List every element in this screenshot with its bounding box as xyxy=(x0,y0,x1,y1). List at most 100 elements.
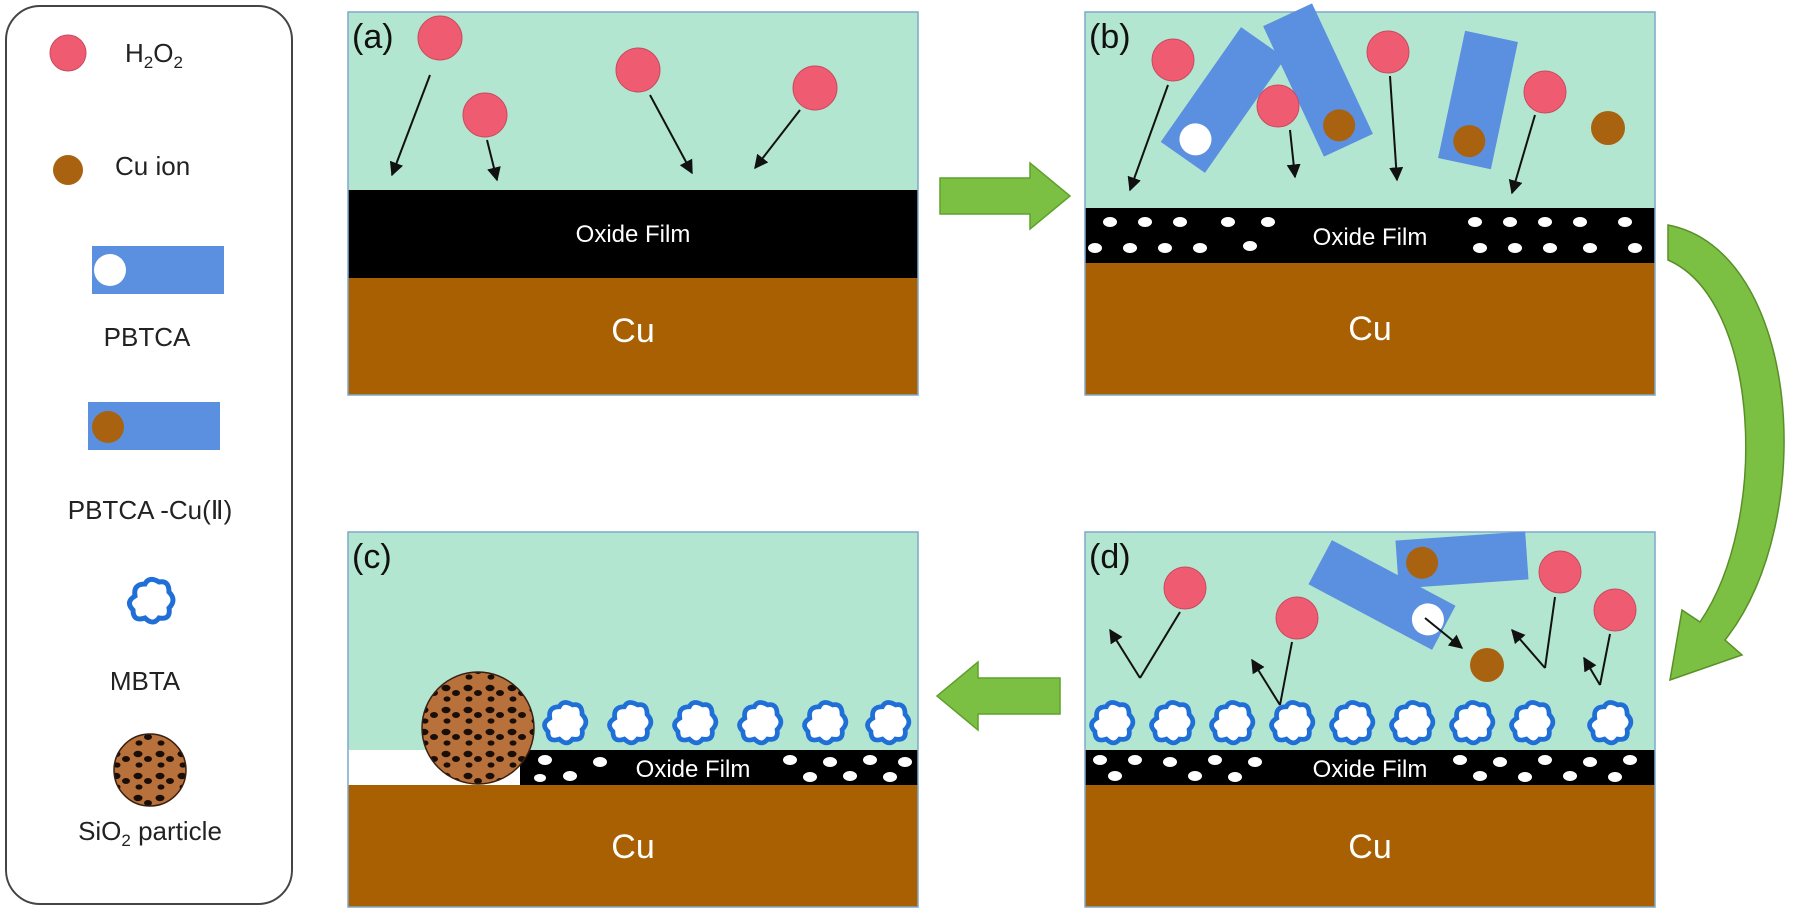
panel-d-film-label: Oxide Film xyxy=(1313,756,1428,783)
panel-b-label: (b) xyxy=(1089,18,1131,56)
reaction-arrow xyxy=(1109,628,1141,679)
legend-pbtca-cu-label: PBTCA -Cu(Ⅱ) xyxy=(68,495,232,525)
legend-frame xyxy=(5,5,293,905)
panel-c-film-pores xyxy=(534,755,912,782)
legend-cu-ion-label: Cu ion xyxy=(115,151,190,181)
panel-a-arrows xyxy=(389,74,801,182)
pbtca-molecule xyxy=(1160,27,1286,173)
panel-a: (a) Oxide Film Cu xyxy=(347,11,919,396)
h2o2-molecule xyxy=(1163,566,1207,610)
legend-h2o2-label: H2O2 xyxy=(125,38,183,72)
panel-d-film-pores xyxy=(1093,755,1637,782)
h2o2-molecule xyxy=(792,65,838,111)
reaction-arrow xyxy=(1251,658,1281,706)
mbta-molecule xyxy=(1092,702,1133,742)
panel-d: (d) Oxide Film Cu xyxy=(1084,531,1656,908)
panel-c-cu-label: Cu xyxy=(611,828,654,866)
panel-c-film-label: Oxide Film xyxy=(636,756,751,783)
legend-sio2-label: SiO2 particle xyxy=(78,816,222,850)
panel-d-label: (d) xyxy=(1089,538,1131,576)
mbta-molecule xyxy=(1392,702,1433,742)
panel-b: (b) Oxide Film Cu xyxy=(1084,3,1656,396)
panel-d-reflection-arrows xyxy=(1109,596,1611,706)
reaction-arrow xyxy=(389,74,431,177)
mbta-molecule xyxy=(805,702,846,742)
panel-d-cu-label: Cu xyxy=(1348,828,1391,866)
mbta-molecule xyxy=(1152,702,1193,742)
legend-cu-ion-icon xyxy=(53,155,83,185)
h2o2-molecule xyxy=(615,47,661,93)
panel-a-label: (a) xyxy=(352,18,394,56)
panel-c: (c) Oxide Film Cu xyxy=(347,531,919,908)
legend-h2o2-icon xyxy=(49,34,87,72)
h2o2-molecule xyxy=(1538,550,1582,594)
mbta-molecule xyxy=(868,702,909,742)
panel-b-film-pores xyxy=(1088,217,1642,253)
cu-ion xyxy=(1470,648,1504,682)
panel-a-oxide-film xyxy=(348,190,918,278)
mbta-molecule xyxy=(1332,702,1373,742)
panel-a-frame xyxy=(347,11,919,396)
reaction-arrow xyxy=(1544,596,1556,669)
sio2-particle xyxy=(421,671,535,785)
reaction-arrow xyxy=(1599,633,1611,686)
panel-a-h2o2-molecules xyxy=(417,15,838,138)
cu-ion xyxy=(1591,111,1625,145)
pbtca-cu-molecule xyxy=(1395,531,1529,589)
h2o2-molecule xyxy=(1151,38,1195,82)
panel-b-film-label: Oxide Film xyxy=(1313,224,1428,251)
reaction-arrow xyxy=(1139,611,1181,679)
panel-b-cu-label: Cu xyxy=(1348,310,1391,348)
reaction-arrow xyxy=(1583,656,1601,686)
h2o2-molecule xyxy=(1593,588,1637,632)
mbta-molecule xyxy=(740,702,781,742)
reaction-arrow xyxy=(1424,617,1464,649)
panel-d-oxide-film xyxy=(1085,750,1655,785)
h2o2-molecule xyxy=(1523,70,1567,114)
legend-mbta-label: MBTA xyxy=(110,666,181,696)
mbta-molecule xyxy=(610,702,651,742)
reaction-arrow xyxy=(1279,641,1293,706)
legend-pbtca-label: PBTCA xyxy=(104,322,191,352)
mbta-molecule xyxy=(1212,702,1253,742)
panel-d-copper xyxy=(1085,785,1655,907)
reaction-arrow xyxy=(1508,114,1536,195)
h2o2-molecule xyxy=(1256,84,1300,128)
reaction-arrow xyxy=(486,139,501,182)
h2o2-molecule xyxy=(1366,30,1410,74)
mbta-molecule xyxy=(1512,702,1553,742)
panel-a-copper xyxy=(348,278,918,395)
panel-b-arrows xyxy=(1127,75,1536,195)
legend-pbtca-icon xyxy=(92,246,224,294)
legend-panel: H2O2 Cu ion PBTCA PBTCA -Cu(Ⅱ) MBTA SiO2… xyxy=(5,5,293,905)
panel-d-mbta-layer xyxy=(1092,702,1631,742)
panel-b-copper xyxy=(1085,263,1655,395)
mbta-molecule xyxy=(545,702,586,742)
mbta-molecule xyxy=(1590,702,1631,742)
mbta-molecule xyxy=(1452,702,1493,742)
panel-c-frame xyxy=(347,531,919,908)
reaction-arrow xyxy=(1286,129,1301,179)
reaction-arrow xyxy=(649,94,693,175)
panel-a-film-label: Oxide Film xyxy=(576,221,691,248)
panel-b-h2o2-molecules xyxy=(1151,30,1567,128)
panel-c-label: (c) xyxy=(352,538,392,576)
h2o2-molecule xyxy=(462,92,508,138)
pbtca-cu-molecule xyxy=(1438,30,1518,170)
h2o2-molecule xyxy=(417,15,463,61)
h2o2-molecule xyxy=(1275,596,1319,640)
process-arrow-b-to-d xyxy=(1667,224,1785,682)
panel-d-h2o2-molecules xyxy=(1163,550,1637,640)
panel-b-frame xyxy=(1084,11,1656,396)
pbtca-cu-molecule xyxy=(1263,3,1373,157)
process-arrow-d-to-c xyxy=(935,660,1061,732)
legend-pbtca-cu-icon xyxy=(88,402,220,450)
panel-d-frame xyxy=(1084,531,1656,908)
panel-a-cu-label: Cu xyxy=(611,312,654,350)
reaction-arrow xyxy=(754,109,801,170)
process-arrow-a-to-b xyxy=(939,161,1072,231)
legend-sio2-icon xyxy=(113,733,187,807)
legend-mbta-icon xyxy=(129,579,173,622)
panel-b-pbtca-molecules xyxy=(1160,3,1518,173)
